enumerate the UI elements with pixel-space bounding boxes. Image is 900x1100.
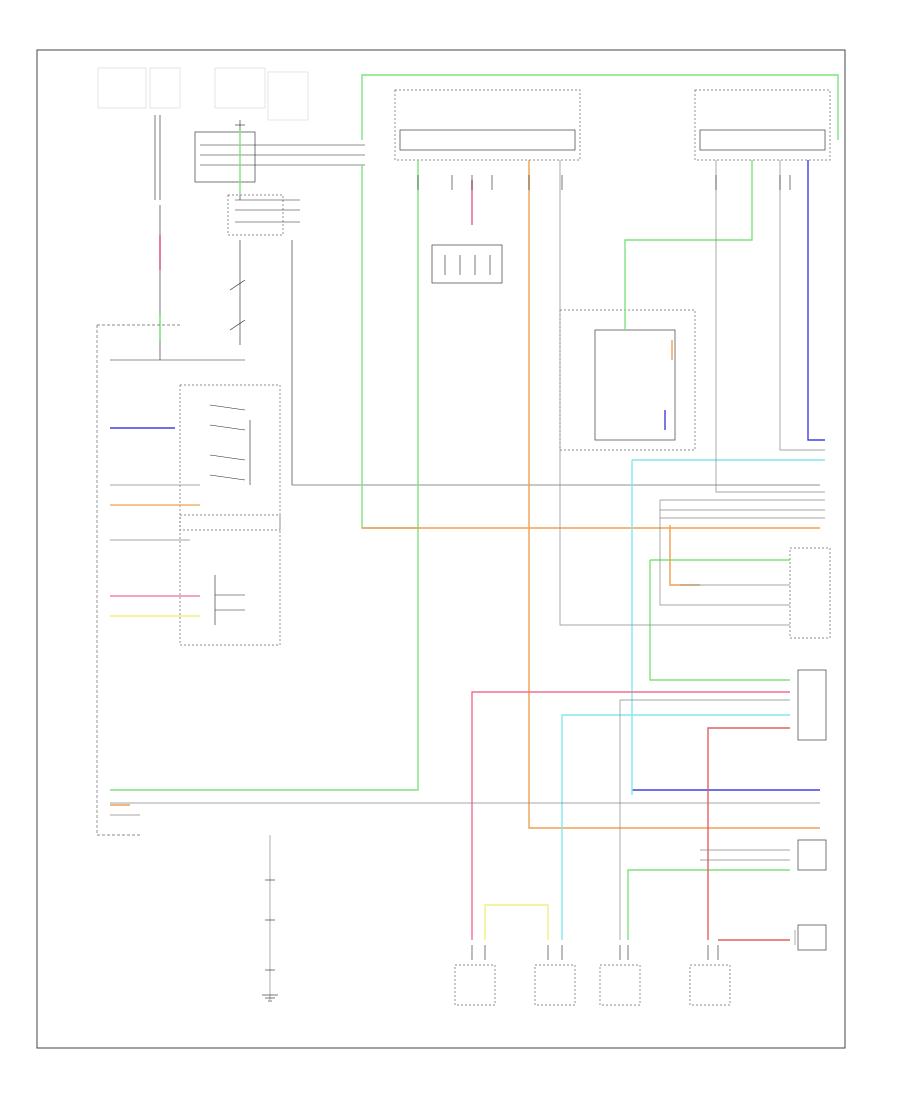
diagram-frame <box>36 49 846 1049</box>
ground-symbol-group <box>262 879 278 1002</box>
center-module <box>559 309 696 451</box>
ecu-pin-stubs <box>417 175 791 190</box>
green-wire <box>110 74 839 940</box>
orange-wire <box>110 160 820 829</box>
bottom-sensor-connectors <box>454 945 731 1006</box>
right-connector-boxes <box>789 547 831 951</box>
cyan-wire <box>561 459 825 940</box>
junction-block <box>194 131 365 236</box>
headlight-dimmer-switch <box>110 384 281 646</box>
connector-4pin <box>431 244 503 284</box>
hot-at-all-times-fuse-group <box>97 67 309 200</box>
ecu-box-center <box>394 89 581 161</box>
red-wire <box>707 727 790 941</box>
combination-meter-outline <box>96 324 180 836</box>
ecu-box-right <box>694 89 831 161</box>
gray-wires <box>110 160 825 1000</box>
blue-wire <box>632 160 825 791</box>
yellow-wire <box>484 904 549 940</box>
relay-stack-left <box>110 205 820 486</box>
